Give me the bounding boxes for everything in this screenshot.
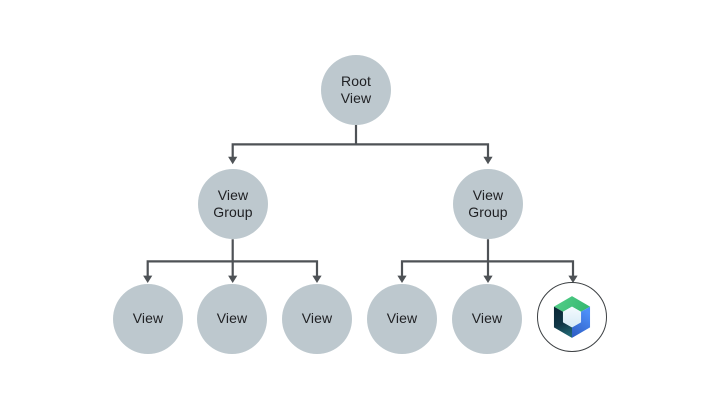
arrowhead-icon xyxy=(228,156,238,165)
view-node-1: View xyxy=(113,284,183,354)
arrowhead-icon xyxy=(143,275,153,283)
view-node-2: View xyxy=(197,284,267,354)
connector-root-to-groups xyxy=(231,125,490,158)
arrowhead-icon xyxy=(483,275,493,283)
arrowhead-icon xyxy=(397,275,407,283)
arrowhead-icon xyxy=(312,275,322,283)
compose-logo-right-face xyxy=(572,306,591,338)
compose-logo-left-face xyxy=(553,306,572,338)
view-group-node-left: View Group xyxy=(198,169,268,239)
root-view-node: Root View xyxy=(321,55,391,125)
arrowhead-icon xyxy=(483,156,493,165)
view-node-4: View xyxy=(367,284,437,354)
arrowhead-icon xyxy=(228,275,238,283)
jetpack-compose-logo-icon xyxy=(553,296,591,338)
view-node-5: View xyxy=(452,284,522,354)
compose-logo-inner-hexagon xyxy=(562,306,582,328)
compose-logo-node xyxy=(537,282,607,352)
view-group-node-right: View Group xyxy=(453,169,523,239)
compose-logo-top-face xyxy=(553,296,591,312)
connector-leftgroup-to-views xyxy=(146,239,319,277)
view-node-3: View xyxy=(282,284,352,354)
connector-rightgroup-to-views xyxy=(400,239,575,277)
